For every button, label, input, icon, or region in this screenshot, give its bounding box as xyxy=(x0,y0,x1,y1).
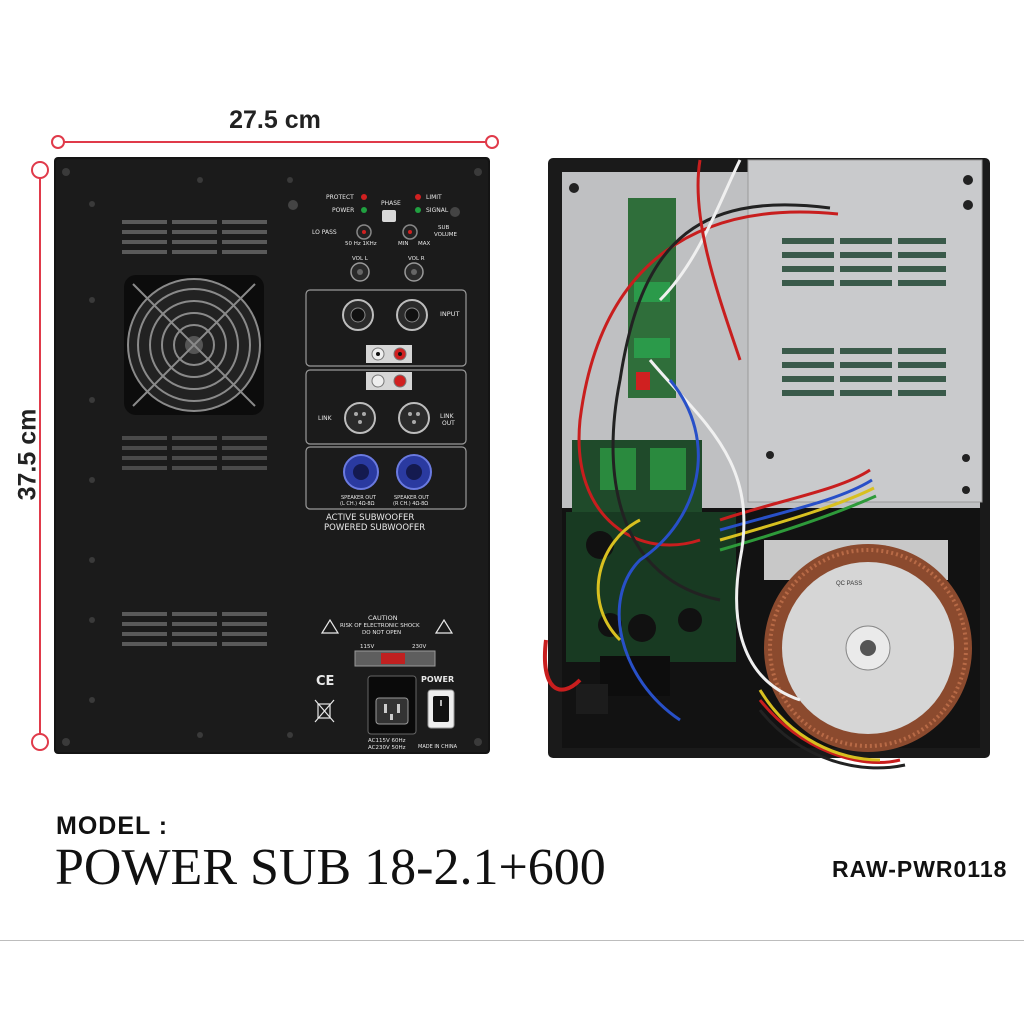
combo-input-left-jack[interactable] xyxy=(342,299,374,331)
speakon-left-jack[interactable] xyxy=(343,454,379,490)
lo-pass-range-label: 50 Hz 1KHz xyxy=(345,241,377,247)
phase-button[interactable] xyxy=(382,210,396,222)
vol-r-knob[interactable] xyxy=(404,262,424,282)
caution-line2: DO NOT OPEN xyxy=(362,630,401,636)
caution-warning: CAUTION RISK OF ELECTRONIC SHOCK DO NOT … xyxy=(320,614,454,636)
width-dimension-line xyxy=(51,135,499,149)
powered-subwoofer-label: POWERED SUBWOOFER xyxy=(324,523,425,533)
sub-volume-knob[interactable] xyxy=(402,224,418,240)
power-led-label: POWER xyxy=(332,207,354,214)
svg-text:VOLUME: VOLUME xyxy=(434,232,458,238)
iec-power-inlet[interactable] xyxy=(367,675,417,735)
lo-pass-knob[interactable] xyxy=(356,224,372,240)
middle-vent xyxy=(122,436,267,470)
speaker-out-l-label: SPEAKER OUT xyxy=(341,495,377,501)
bottom-vent xyxy=(122,612,267,646)
svg-text:LINK: LINK xyxy=(440,413,455,420)
width-dimension-label: 27.5 cm xyxy=(229,106,321,134)
model-name: POWER SUB 18-2.1+600 xyxy=(55,839,606,896)
sub-volume-label: SUB xyxy=(438,225,450,231)
input-label: INPUT xyxy=(440,310,459,318)
phase-label: PHASE xyxy=(381,200,401,207)
power-switch-label: POWER xyxy=(421,675,454,684)
v230-label: 230V xyxy=(412,644,426,650)
rca-left-jack[interactable] xyxy=(371,374,385,388)
voltage-selector[interactable]: 115V 230V xyxy=(354,644,436,667)
vol-l-knob[interactable] xyxy=(350,262,370,282)
caution-label: CAUTION xyxy=(368,614,398,622)
link-label: LINK xyxy=(318,415,333,422)
signal-label: SIGNAL xyxy=(426,207,449,214)
lo-pass-label: LO PASS xyxy=(312,229,337,236)
weee-bin-icon xyxy=(314,699,335,723)
made-in-label: MADE IN CHINA xyxy=(418,744,458,750)
svg-text:OUT: OUT xyxy=(442,420,455,427)
model-label: MODEL : xyxy=(56,812,169,840)
power-switch[interactable] xyxy=(427,689,455,729)
sku-code: RAW-PWR0118 xyxy=(832,856,1008,882)
top-vent xyxy=(122,220,267,254)
caution-line1: RISK OF ELECTRONIC SHOCK xyxy=(340,623,420,629)
vol-r-label: VOL R xyxy=(408,256,425,262)
toroidal-transformer: QC PASS xyxy=(764,540,972,752)
speaker-out-section: SPEAKER OUT (L CH.) 4Ω-8Ω SPEAKER OUT (R… xyxy=(305,446,467,510)
ac-line2-label: AC230V 50Hz xyxy=(368,745,406,751)
limit-label: LIMIT xyxy=(426,194,442,201)
min-label: MIN xyxy=(398,241,408,247)
active-subwoofer-label: ACTIVE SUBWOOFER xyxy=(326,513,414,523)
product-photo: PROTECT POWER PHASE LIMIT SIGNAL LO PASS… xyxy=(31,135,990,770)
speakon-right-jack[interactable] xyxy=(396,454,432,490)
cooling-fan xyxy=(124,275,264,415)
link-out-section: LINK LINK OUT xyxy=(305,369,467,445)
led-indicators: PROTECT POWER PHASE LIMIT SIGNAL xyxy=(326,194,449,214)
speaker-out-r-label: SPEAKER OUT xyxy=(394,495,430,501)
internal-view: QC PASS xyxy=(542,158,990,770)
height-dimension-line xyxy=(31,161,49,751)
ac-line1-label: AC115V 60Hz xyxy=(368,738,406,744)
transformer-tag: QC PASS xyxy=(836,581,862,587)
svg-text:(R CH.) 4Ω-8Ω: (R CH.) 4Ω-8Ω xyxy=(393,501,428,507)
xlr-link-left[interactable] xyxy=(344,402,376,434)
protect-label: PROTECT xyxy=(326,194,354,201)
xlr-link-right[interactable] xyxy=(398,402,430,434)
vol-l-label: VOL L xyxy=(352,256,369,262)
divider xyxy=(0,940,1024,941)
rear-panel: PROTECT POWER PHASE LIMIT SIGNAL LO PASS… xyxy=(54,157,490,754)
svg-text:(L CH.) 4Ω-8Ω: (L CH.) 4Ω-8Ω xyxy=(340,501,375,507)
rca-right-jack[interactable] xyxy=(393,374,407,388)
ce-mark: CE xyxy=(316,674,334,689)
input-section: INPUT xyxy=(305,289,467,367)
v115-label: 115V xyxy=(360,644,374,650)
combo-input-right-jack[interactable] xyxy=(396,299,428,331)
max-label: MAX xyxy=(418,241,431,247)
